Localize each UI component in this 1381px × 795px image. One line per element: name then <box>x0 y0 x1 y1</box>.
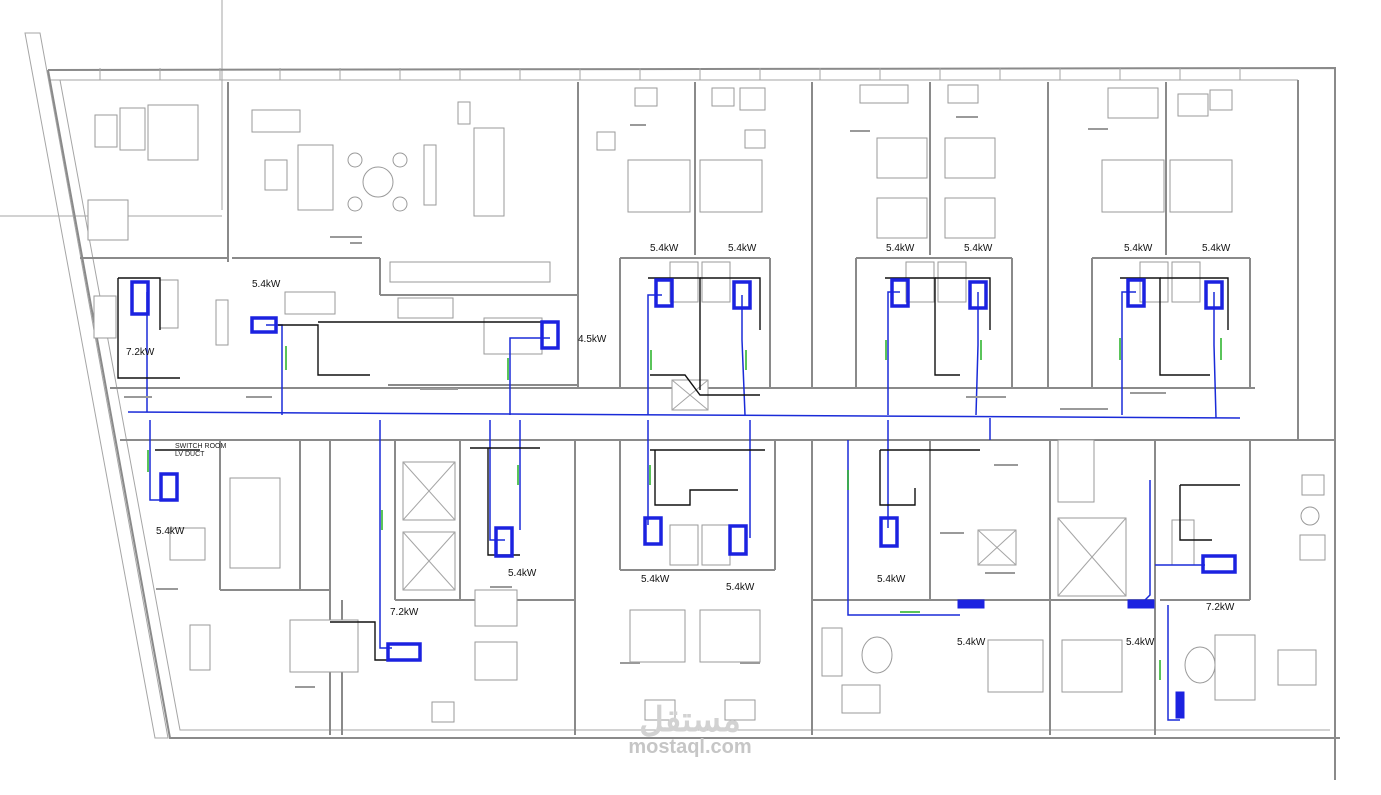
capacity-label: 5.4kW <box>252 279 281 290</box>
capacity-label: 5.4kW <box>650 243 679 254</box>
capacity-label: 5.4kW <box>964 243 993 254</box>
capacity-label: 5.4kW <box>1202 243 1231 254</box>
fcu-unit <box>957 599 985 609</box>
fcu-unit <box>643 516 663 546</box>
tiny-annotations <box>124 116 1166 688</box>
switch-room-note: SWITCH ROOM LV DUCT <box>175 443 226 458</box>
lift-core <box>229 379 1127 597</box>
room-name: LV DUCT <box>175 451 205 458</box>
capacity-label: 4.5kW <box>578 334 607 345</box>
lower-partitions <box>219 439 1251 735</box>
watermark: مستقل mostaql.com <box>560 700 820 759</box>
watermark-site: mostaql.com <box>628 736 752 758</box>
capacity-label: 5.4kW <box>957 637 986 648</box>
fcu-unit <box>654 278 674 308</box>
fcu-unit <box>130 280 150 316</box>
capacity-label: 5.4kW <box>726 582 755 593</box>
fcu-unit <box>1175 691 1185 719</box>
bathroom-fixtures <box>93 261 1201 566</box>
fcu-unit <box>540 320 560 350</box>
fan-coil-units <box>130 278 1237 719</box>
fcu-unit <box>1204 280 1224 310</box>
fcu-unit <box>1127 599 1155 609</box>
vent-risers <box>147 338 1222 680</box>
capacity-label: 5.4kW <box>728 243 757 254</box>
fcu-unit <box>1201 554 1237 574</box>
fcu-unit <box>250 316 278 334</box>
capacity-label: 7.2kW <box>126 347 155 358</box>
fcu-unit <box>159 472 179 502</box>
capacity-label: 5.4kW <box>1126 637 1155 648</box>
capacity-label: 5.4kW <box>508 568 537 579</box>
fcu-unit <box>879 516 899 548</box>
room-name: SWITCH ROOM <box>175 443 226 450</box>
upper-partitions <box>80 82 1251 388</box>
capacity-labels: 7.2kW 5.4kW 4.5kW 5.4kW 5.4kW 5.4kW 5.4k… <box>126 243 1235 648</box>
fcu-unit <box>728 524 748 556</box>
watermark-logo: مستقل <box>639 701 741 739</box>
fcu-unit <box>968 280 988 310</box>
fcu-unit <box>732 280 752 310</box>
capacity-label: 5.4kW <box>886 243 915 254</box>
fcu-unit <box>1126 278 1146 308</box>
fcu-unit <box>890 278 910 308</box>
capacity-label: 7.2kW <box>1206 602 1235 613</box>
drain-piping <box>117 277 1240 661</box>
guest-room-furniture <box>169 84 1326 723</box>
fcu-unit <box>386 642 422 662</box>
capacity-label: 5.4kW <box>641 574 670 585</box>
capacity-label: 5.4kW <box>156 526 185 537</box>
fcu-unit <box>494 526 514 558</box>
capacity-label: 7.2kW <box>390 607 419 618</box>
capacity-label: 5.4kW <box>877 574 906 585</box>
living-room-furniture <box>87 101 551 355</box>
capacity-label: 5.4kW <box>1124 243 1153 254</box>
